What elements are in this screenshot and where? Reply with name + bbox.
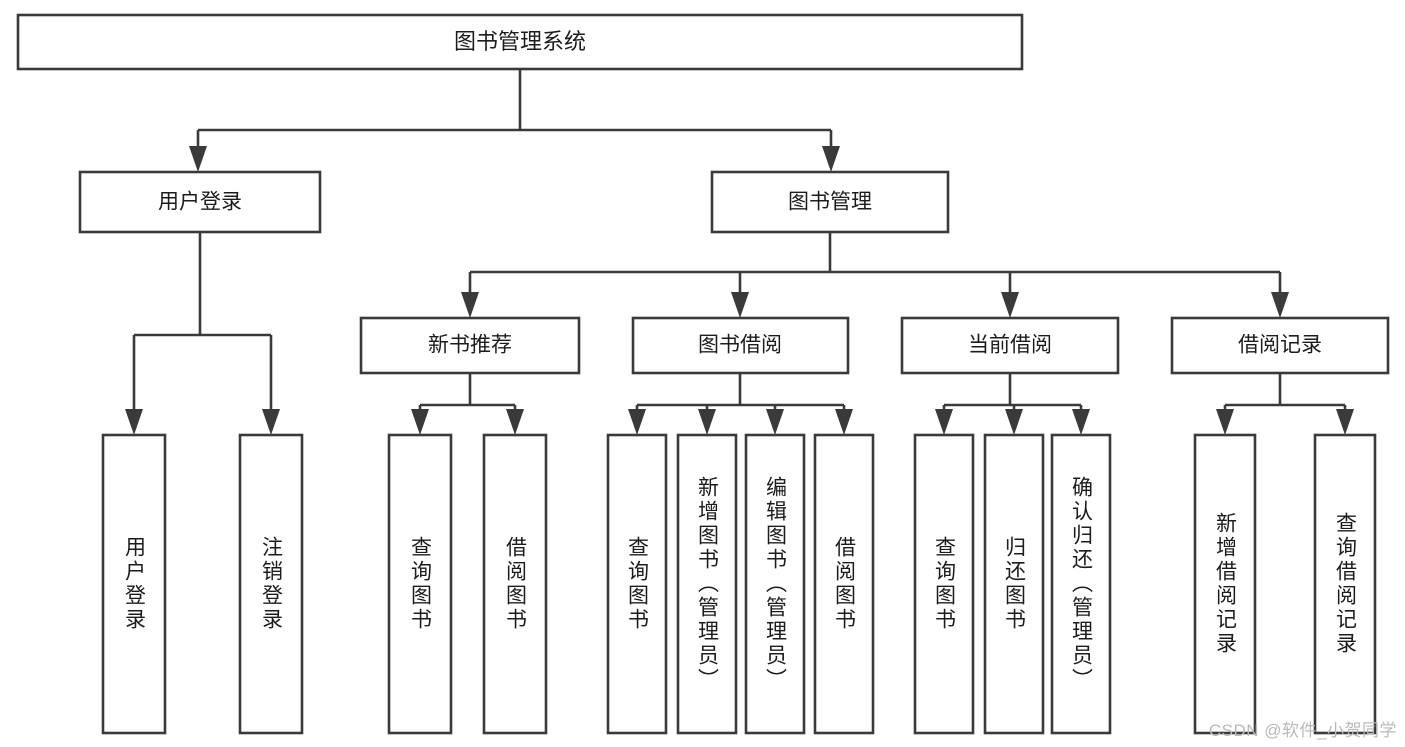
node-book-borrow-box[interactable] [631,316,850,375]
arrowhead-borrowrecord-leaf-2 [1336,409,1354,435]
arrowhead-book-mgmt [822,146,840,172]
leaf-confirm-return-admin-box[interactable] [1050,433,1112,735]
node-root-box[interactable] [16,13,1024,71]
node-new-book-recommend-label: 新书推荐 [428,334,512,357]
node-borrow-record-box[interactable] [1170,316,1390,375]
leaf-borrow-book-label: 借阅图书 [833,536,857,632]
arrowhead-borrow-record [1271,292,1289,318]
leaf-query-book-current-box[interactable] [913,433,975,735]
arrowhead-newbook-leaf-1 [411,409,429,435]
node-book-borrow-label: 图书借阅 [698,334,782,357]
node-book-borrow[interactable]: 图书借阅 [631,316,850,375]
leaf-return-book[interactable]: 归还图书 [983,433,1045,735]
node-borrow-record[interactable]: 借阅记录 [1170,316,1390,375]
leaf-borrow-book[interactable]: 借阅图书 [813,433,875,735]
arrowhead-bookborrow-leaf-1 [628,409,646,435]
leaf-query-book-current-label: 查询图书 [933,536,957,632]
leaf-add-borrow-record-label: 新增借阅记录 [1214,512,1238,656]
leaf-borrow-book-box[interactable] [813,433,875,735]
node-user-login[interactable]: 用户登录 [78,170,322,234]
leaf-query-borrow-record-label: 查询借阅记录 [1334,512,1358,656]
arrowhead-leaf-logout [262,409,280,435]
leaf-edit-book-admin[interactable]: 编辑图书（管理员） [744,433,806,735]
arrowhead-currentborrow-leaf-1 [935,409,953,435]
leaf-return-book-label: 归还图书 [1003,536,1027,632]
arrowhead-current-borrow [1001,292,1019,318]
leaf-user-login-box[interactable] [101,433,167,735]
node-current-borrow-box[interactable] [900,316,1120,375]
leaf-user-login[interactable]: 用户登录 [101,433,167,735]
leaf-query-borrow-record[interactable]: 查询借阅记录 [1313,433,1377,735]
arrowhead-user-login [189,146,207,172]
arrowhead-bookborrow-leaf-2 [698,409,716,435]
leaf-query-borrow-record-box[interactable] [1313,433,1377,735]
node-book-management[interactable]: 图书管理 [710,170,950,234]
node-book-management-label: 图书管理 [788,191,872,214]
arrowhead-bookborrow-leaf-3 [766,409,784,435]
leaf-add-borrow-record[interactable]: 新增借阅记录 [1193,433,1257,735]
node-borrow-record-label: 借阅记录 [1238,334,1322,357]
node-root-label: 图书管理系统 [454,29,586,54]
connector-layer [125,69,1354,435]
leaf-confirm-return-admin[interactable]: 确认归还（管理员） [1050,433,1112,735]
leaf-logout[interactable]: 注销登录 [238,433,304,735]
arrowhead-bookborrow-leaf-4 [835,409,853,435]
arrowhead-currentborrow-leaf-2 [1005,409,1023,435]
leaf-edit-book-admin-box[interactable] [744,433,806,735]
leaf-query-book-current[interactable]: 查询图书 [913,433,975,735]
leaf-user-login-label: 用户登录 [123,536,147,632]
arrowhead-new-book-rec [461,292,479,318]
leaf-borrow-book-newrec-label: 借阅图书 [504,536,528,632]
node-current-borrow-label: 当前借阅 [968,334,1052,357]
leaf-query-book-borrow-label: 查询图书 [626,536,650,632]
leaf-query-book-borrow[interactable]: 查询图书 [606,433,668,735]
leaf-add-book-admin[interactable]: 新增图书（管理员） [676,433,738,735]
node-new-book-recommend-box[interactable] [359,316,581,375]
leaf-confirm-return-admin-label: 确认归还（管理员） [1070,476,1094,692]
leaf-query-book-newrec-label: 查询图书 [409,536,433,632]
node-current-borrow[interactable]: 当前借阅 [900,316,1120,375]
leaf-query-book-newrec[interactable]: 查询图书 [387,433,453,735]
arrowhead-book-borrow [731,292,749,318]
node-book-management-box[interactable] [710,170,950,234]
arrowhead-leaf-user-login [125,409,143,435]
leaf-query-book-newrec-box[interactable] [387,433,453,735]
leaf-add-book-admin-label: 新增图书（管理员） [696,476,720,692]
leaf-borrow-book-newrec-box[interactable] [482,433,548,735]
leaf-logout-label: 注销登录 [260,536,284,632]
arrowhead-borrowrecord-leaf-1 [1216,409,1234,435]
arrowhead-currentborrow-leaf-3 [1072,409,1090,435]
node-user-login-box[interactable] [78,170,322,234]
leaf-edit-book-admin-label: 编辑图书（管理员） [764,476,788,692]
node-user-login-label: 用户登录 [158,191,242,214]
arrowhead-newbook-leaf-2 [506,409,524,435]
leaf-add-borrow-record-box[interactable] [1193,433,1257,735]
leaf-query-book-borrow-box[interactable] [606,433,668,735]
leaf-return-book-box[interactable] [983,433,1045,735]
leaf-logout-box[interactable] [238,433,304,735]
node-new-book-recommend[interactable]: 新书推荐 [359,316,581,375]
node-root[interactable]: 图书管理系统 [16,13,1024,71]
leaf-borrow-book-newrec[interactable]: 借阅图书 [482,433,548,735]
leaf-add-book-admin-box[interactable] [676,433,738,735]
